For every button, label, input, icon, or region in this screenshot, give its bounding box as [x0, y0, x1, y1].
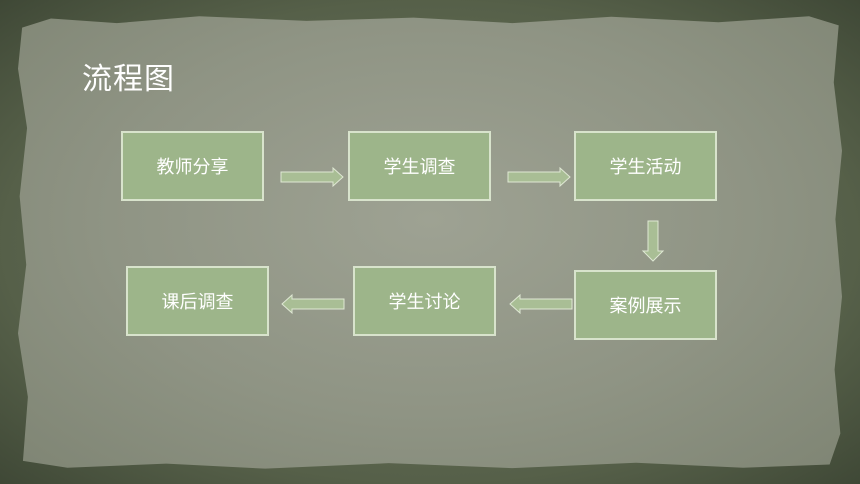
arrow-left-icon: [509, 293, 573, 315]
step-student-survey: 学生调查: [348, 131, 491, 201]
arrow-right-icon: [507, 166, 571, 188]
step-case-display: 案例展示: [574, 270, 717, 340]
step-student-discussion: 学生讨论: [353, 266, 496, 336]
step-label: 课后调查: [161, 292, 234, 313]
step-label: 教师分享: [156, 157, 229, 178]
slide-title: 流程图: [82, 62, 175, 97]
arrow-right-icon: [280, 166, 344, 188]
step-label: 学生调查: [383, 157, 456, 178]
step-student-activity: 学生活动: [574, 131, 717, 201]
step-label: 学生活动: [609, 157, 682, 178]
paper-panel: [18, 16, 842, 469]
step-teacher-share: 教师分享: [121, 131, 264, 201]
arrow-left-icon: [281, 293, 345, 315]
arrow-down-icon: [641, 220, 665, 262]
step-after-class-survey: 课后调查: [126, 266, 269, 336]
step-label: 案例展示: [609, 296, 682, 317]
step-label: 学生讨论: [388, 292, 461, 313]
